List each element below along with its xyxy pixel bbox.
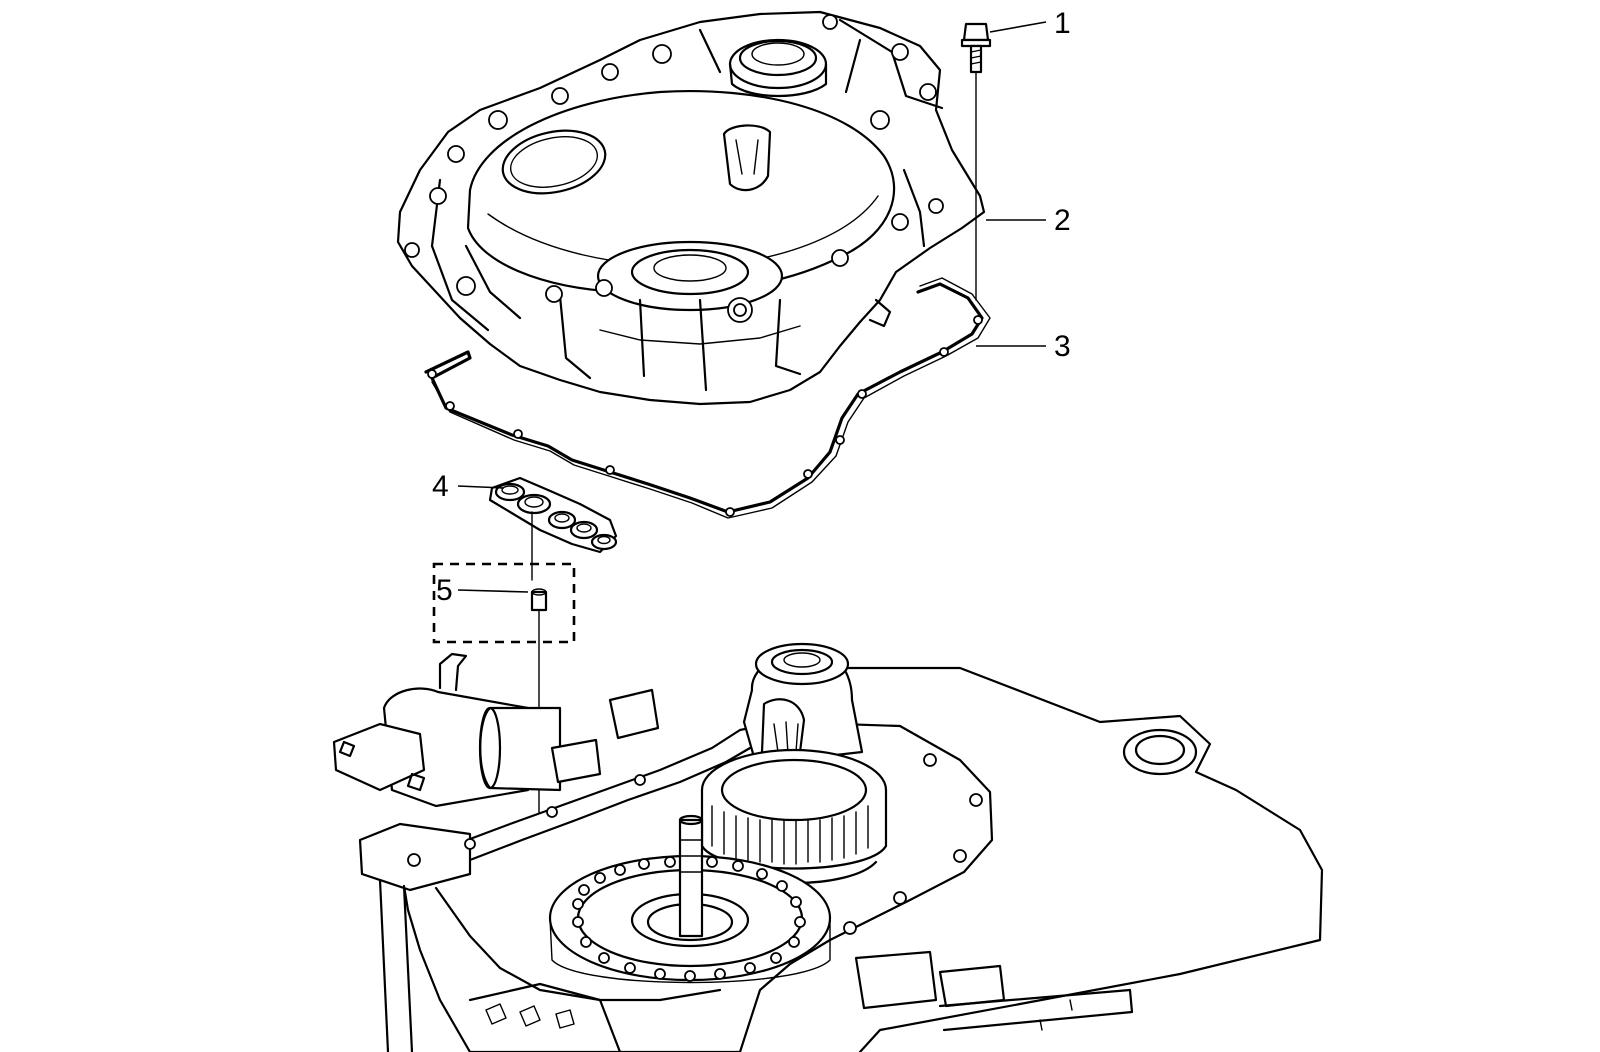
dashed-detail-box: [432, 562, 576, 644]
transmission-case: [332, 642, 1324, 1052]
housing: [396, 10, 986, 406]
callout-3: 3: [1054, 330, 1071, 363]
seal-strip: [488, 476, 618, 581]
leader-1: [989, 21, 1047, 33]
callout-1: 1: [1054, 7, 1071, 40]
callout-leaders: [457, 21, 1047, 593]
gasket: [424, 277, 991, 519]
leader-4: [457, 485, 505, 489]
callout-2: 2: [1054, 204, 1071, 237]
callout-5: 5: [436, 574, 453, 607]
callout-4: 4: [432, 470, 449, 503]
gear-holes: [572, 856, 806, 982]
bolt: [960, 22, 992, 301]
leader-5: [457, 589, 529, 593]
